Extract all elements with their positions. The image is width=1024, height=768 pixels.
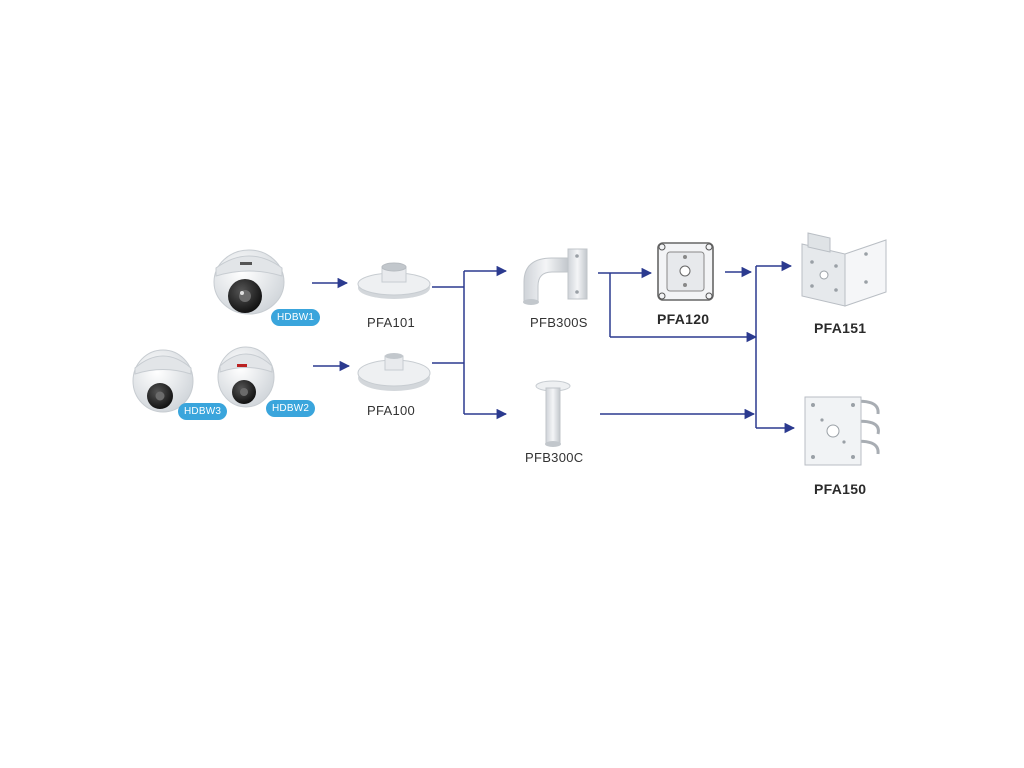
dome-camera-3 xyxy=(217,346,275,408)
pfa100-adapter xyxy=(357,353,431,391)
badge-hdbw1: HDBW1 xyxy=(271,309,321,326)
label-pfa101: PFA101 xyxy=(367,315,416,330)
label-pfb300s: PFB300S xyxy=(530,315,588,330)
pfb300s-wall-bracket xyxy=(523,248,588,305)
badge-hdbw2: HDBW2 xyxy=(266,400,316,417)
badge-hdbw3: HDBW3 xyxy=(178,403,228,420)
dome-camera-1 xyxy=(213,249,285,315)
label-pfa120: PFA120 xyxy=(657,311,710,327)
pfa101-adapter xyxy=(357,262,431,299)
label-pfa151: PFA151 xyxy=(814,320,867,336)
label-pfa150: PFA150 xyxy=(814,481,867,497)
label-pfa100: PFA100 xyxy=(367,403,416,418)
pfa150-pole-mount xyxy=(804,396,880,466)
pfa120-junction-box xyxy=(657,242,714,301)
label-pfb300c: PFB300C xyxy=(525,450,584,465)
dome-camera-2 xyxy=(132,349,194,413)
pfb300c-pendant-mount xyxy=(535,380,571,447)
pfa151-corner-mount xyxy=(801,232,887,307)
connector-arrows xyxy=(312,260,796,434)
